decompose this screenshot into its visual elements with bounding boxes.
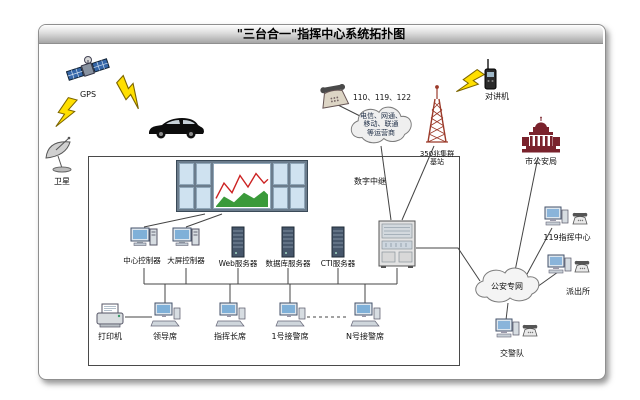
police-station-phone-icon xyxy=(573,258,591,274)
web-server-icon xyxy=(229,226,247,258)
screen-controller-icon xyxy=(172,226,200,252)
security-cloud-label: 公安专网 xyxy=(491,282,523,291)
city-bureau-label: 市公安局 xyxy=(525,157,557,166)
trunk-cabinet-icon xyxy=(377,220,417,268)
walkie-talkie-label: 对讲机 xyxy=(485,92,509,101)
satellite-label: 卫星 xyxy=(54,177,70,186)
leader-seat-label: 领导席 xyxy=(153,332,177,341)
video-wall xyxy=(176,160,308,212)
printer-icon xyxy=(95,302,125,330)
satellite-dish-icon xyxy=(42,136,82,176)
telecom-cloud-label: 电信、网通、 移动、联通 等运营商 xyxy=(360,112,402,137)
cti-server-label: CTI服务器 xyxy=(320,259,356,268)
diagram-title: "三台合一"指挥中心系统拓扑图 xyxy=(39,25,603,44)
seat-1-label: 1号接警席 xyxy=(271,332,309,341)
radio-tower-icon xyxy=(420,84,454,148)
seat-n-icon xyxy=(350,302,382,330)
traffic-police-phone-icon xyxy=(521,322,539,338)
gps-satellite-icon xyxy=(66,52,110,88)
gps-label: GPS xyxy=(79,90,97,99)
commander-seat-icon xyxy=(215,302,247,330)
digital-trunk-label: 数字中继 xyxy=(354,177,386,186)
traffic-police-label: 交警队 xyxy=(500,349,524,358)
commander-seat-label: 指挥长席 xyxy=(214,332,246,341)
fire-center-computer-icon xyxy=(543,206,569,230)
seat-1-icon xyxy=(275,302,307,330)
traffic-police-computer-icon xyxy=(494,318,520,342)
base-station-label: 350兆集群 基站 xyxy=(419,150,455,167)
fire-center-phone-icon xyxy=(571,210,589,226)
center-controller-icon xyxy=(130,226,158,252)
leader-seat-icon xyxy=(150,302,182,330)
video-wall-chart-screen xyxy=(213,163,271,209)
walkie-talkie-icon xyxy=(482,58,500,92)
database-server-label: 数据库服务器 xyxy=(265,259,311,268)
police-station-label: 派出所 xyxy=(566,287,590,296)
phone-numbers-label: 110、119、122 xyxy=(353,93,411,102)
seat-n-label: N号接警席 xyxy=(346,332,384,341)
cti-server-icon xyxy=(329,226,347,258)
center-controller-label: 中心控制器 xyxy=(123,256,161,265)
database-server-icon xyxy=(279,226,297,258)
printer-label: 打印机 xyxy=(98,332,122,341)
web-server-label: Web服务器 xyxy=(218,259,258,268)
car-icon xyxy=(146,112,206,142)
police-station-computer-icon xyxy=(546,254,572,278)
desk-phone-icon xyxy=(318,82,350,110)
screen-controller-label: 大屏控制器 xyxy=(167,256,205,265)
fire-center-label: 119指挥中心 xyxy=(543,233,591,242)
government-building-icon xyxy=(519,116,563,156)
